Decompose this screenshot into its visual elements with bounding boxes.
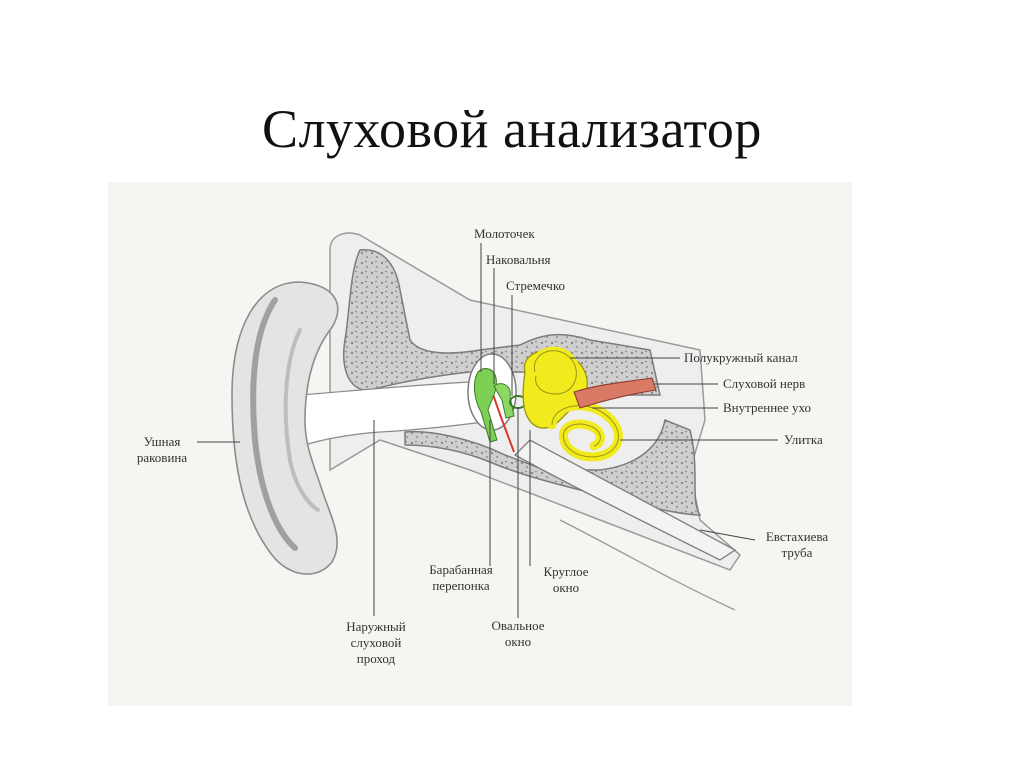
eustachian-tube xyxy=(513,439,737,561)
label-round-window-1: Круглое xyxy=(543,564,588,579)
slide-title: Слуховой анализатор xyxy=(262,99,762,159)
leader-eustachian-tube xyxy=(699,529,756,541)
label-oval-window-2: окно xyxy=(505,634,531,649)
anvil xyxy=(493,383,515,419)
label-oval-window-1: Овальное xyxy=(491,618,544,633)
ear-canal xyxy=(299,381,502,446)
label-ear-canal-1: Наружный xyxy=(346,619,405,634)
auricle-fold xyxy=(250,297,298,551)
label-eustachian-tube-1: Евстахиева xyxy=(766,529,829,544)
auricle-inner-fold xyxy=(283,328,320,512)
cochlea-outline xyxy=(551,405,620,458)
label-cochlea: Улитка xyxy=(784,432,823,447)
label-eardrum-2: перепонка xyxy=(432,578,490,593)
label-auricle-1: Ушная xyxy=(144,434,181,449)
label-auditory-nerve: Слуховой нерв xyxy=(723,376,805,391)
label-semicircular-canal: Полукружный канал xyxy=(684,350,798,365)
label-stirrup: Стремечко xyxy=(506,278,565,293)
semicircular-canal-outline xyxy=(533,350,577,395)
label-auricle-2: раковина xyxy=(137,450,187,465)
label-inner-ear: Внутреннее ухо xyxy=(723,400,811,415)
label-hammer: Молоточек xyxy=(474,226,535,241)
auditory-nerve xyxy=(573,377,657,409)
hammer xyxy=(473,368,498,443)
label-eustachian-tube-2: труба xyxy=(782,545,813,560)
label-eardrum-1: Барабанная xyxy=(429,562,493,577)
eustachian-tube-lower xyxy=(559,519,736,611)
label-round-window-2: окно xyxy=(553,580,579,595)
label-ear-canal-2: слуховой xyxy=(351,635,402,650)
label-anvil: Наковальня xyxy=(486,252,551,267)
label-ear-canal-3: проход xyxy=(357,651,396,666)
